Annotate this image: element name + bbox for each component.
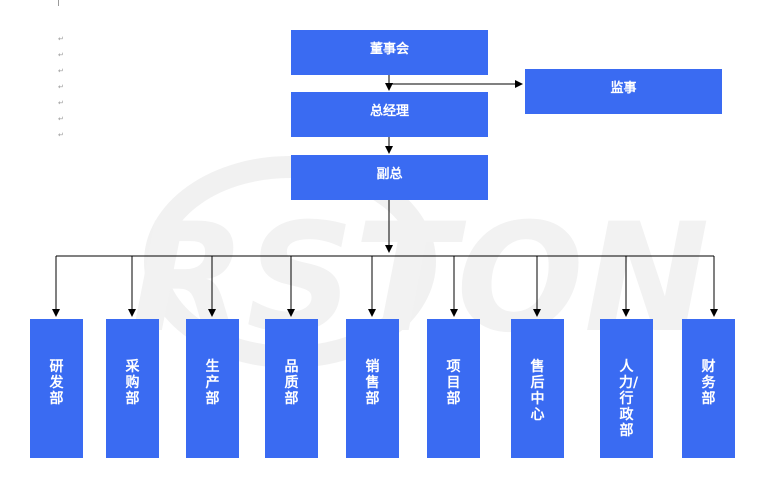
- board-label: 董事会: [369, 42, 409, 57]
- department-box: 人力/行政部: [600, 319, 653, 458]
- department-label: 销售部: [365, 359, 380, 407]
- department-label: 品质部: [284, 359, 299, 407]
- department-box: 研发部: [30, 319, 83, 458]
- deputy-box: 副总: [291, 155, 488, 200]
- department-label: 采购部: [125, 359, 140, 407]
- department-label: 项目部: [446, 359, 461, 407]
- deputy-label: 副总: [376, 167, 403, 182]
- general-manager-label: 总经理: [369, 104, 409, 119]
- supervisor-label: 监事: [610, 81, 637, 96]
- department-box: 销售部: [346, 319, 399, 458]
- department-box: 售后中心: [511, 319, 564, 458]
- paragraph-mark: ↵: [58, 99, 64, 107]
- department-label: 研发部: [49, 359, 64, 407]
- paragraph-mark: ↵: [58, 83, 64, 91]
- paragraph-mark: ↵: [58, 35, 64, 43]
- paragraph-mark: ↵: [58, 115, 64, 123]
- margin-tick: [58, 0, 59, 6]
- general-manager-box: 总经理: [291, 92, 488, 137]
- paragraph-mark: ↵: [58, 51, 64, 59]
- department-box: 品质部: [265, 319, 318, 458]
- department-box: 采购部: [106, 319, 159, 458]
- department-box: 财务部: [682, 319, 735, 458]
- department-label: 人力/行政部: [619, 359, 639, 439]
- department-box: 生产部: [186, 319, 239, 458]
- department-label: 售后中心: [530, 359, 545, 423]
- paragraph-marks: ↵ ↵ ↵ ↵ ↵ ↵ ↵: [58, 0, 66, 140]
- paragraph-mark: ↵: [58, 131, 64, 139]
- department-box: 项目部: [427, 319, 480, 458]
- supervisor-box: 监事: [525, 69, 722, 114]
- department-label: 生产部: [205, 359, 220, 407]
- paragraph-mark: ↵: [58, 67, 64, 75]
- department-label: 财务部: [701, 359, 716, 407]
- board-box: 董事会: [291, 30, 488, 75]
